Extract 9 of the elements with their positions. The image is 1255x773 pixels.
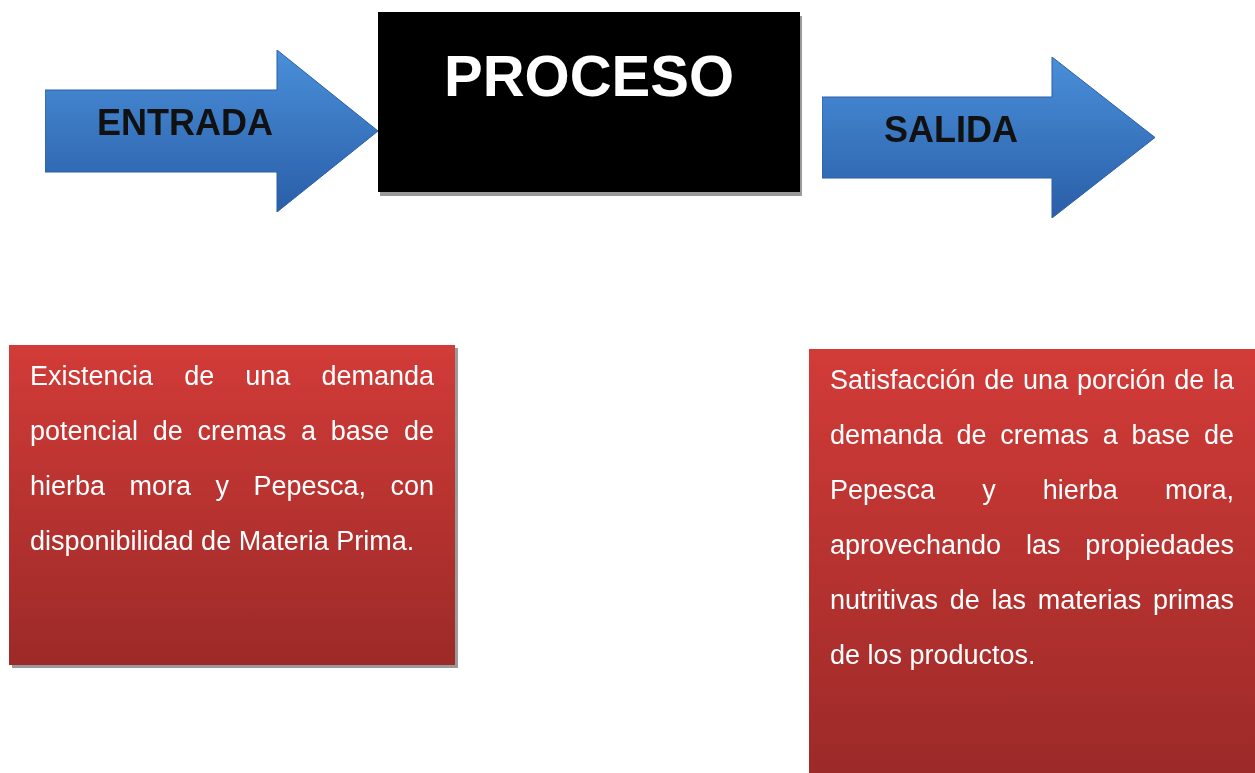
arrow-label: SALIDA [884,109,1018,151]
card-text: Existencia de una demanda potencial de cremas a base de hierba mora y Pepesca, con disponibilidad de Materia Prima. [30,360,434,558]
arrow-label: ENTRADA [97,102,273,144]
box-title: PROCESO [442,42,736,109]
text-card [9,345,455,665]
arrow-shape [822,57,1155,218]
arrow-shape [45,50,378,212]
card-text: Satisfacción de una porción de la demanda de cremas a base de Pepesca y hierba mora, aprovechando las propiedades nutritivas de las materias primas de los productos. [830,364,1234,672]
text-card [809,349,1255,773]
